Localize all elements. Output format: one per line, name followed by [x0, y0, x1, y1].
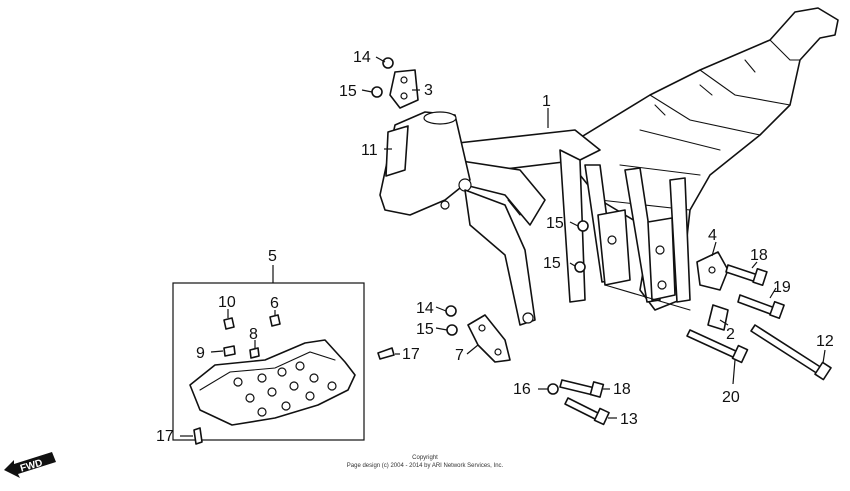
- damper-10[interactable]: [223, 317, 235, 330]
- bolt-19[interactable]: [737, 294, 785, 320]
- bolt-13[interactable]: [564, 397, 610, 426]
- callout-12: 12: [816, 333, 834, 350]
- callout-2: 2: [726, 326, 735, 343]
- bolt-18-upper[interactable]: [725, 264, 768, 287]
- callout-labels: 1 14 15 3 11 4 18 19 2 12 20 15 15 14 15…: [156, 49, 834, 445]
- callout-4: 4: [708, 227, 717, 244]
- callout-14-lower: 14: [416, 300, 434, 317]
- nut-15-top[interactable]: [371, 86, 383, 98]
- callout-15-mid-upper: 15: [546, 215, 564, 232]
- callout-15-mid-lower: 15: [543, 255, 561, 272]
- callout-11: 11: [361, 142, 378, 159]
- leader-lines: [180, 56, 826, 437]
- washer-14-top[interactable]: [382, 57, 394, 69]
- long-bolt-20[interactable]: [686, 329, 749, 364]
- callout-19: 19: [773, 279, 791, 296]
- collar-8[interactable]: [249, 347, 260, 359]
- callout-17-mid: 17: [402, 346, 420, 363]
- callout-1: 1: [542, 93, 551, 110]
- callout-6: 6: [270, 295, 279, 312]
- main-frame[interactable]: [379, 7, 839, 326]
- callout-16: 16: [513, 381, 531, 398]
- washer-14-lower[interactable]: [445, 305, 457, 317]
- callout-13: 13: [620, 411, 638, 428]
- callout-9: 9: [196, 345, 205, 362]
- collar-2[interactable]: [707, 304, 729, 331]
- callout-3: 3: [424, 82, 433, 99]
- callout-7: 7: [455, 347, 464, 364]
- fwd-arrow: FWD: [4, 452, 56, 478]
- callout-18-upper: 18: [750, 247, 768, 264]
- bolt-18-lower[interactable]: [559, 379, 605, 398]
- callout-20: 20: [722, 389, 740, 406]
- callout-15-top: 15: [339, 83, 357, 100]
- screw-17-bottom[interactable]: [193, 427, 203, 445]
- screw-17-mid[interactable]: [377, 347, 395, 360]
- fwd-label: FWD: [19, 458, 44, 475]
- callout-10: 10: [218, 294, 236, 311]
- lower-bracket[interactable]: [467, 314, 511, 363]
- damper-6[interactable]: [269, 314, 281, 327]
- long-bolt-12[interactable]: [750, 324, 832, 381]
- copyright-line-1: Copyright: [412, 455, 438, 461]
- callout-8: 8: [249, 326, 258, 343]
- collar-9[interactable]: [223, 345, 236, 357]
- washer-16[interactable]: [547, 383, 559, 395]
- copyright-line-2: Page design (c) 2004 - 2014 by ARI Netwo…: [347, 463, 504, 469]
- nut-15-mid-lower[interactable]: [574, 261, 586, 273]
- callout-17-bottom: 17: [156, 428, 174, 445]
- callout-5: 5: [268, 248, 277, 265]
- upper-bracket[interactable]: [389, 69, 419, 109]
- callout-15-lower: 15: [416, 321, 434, 338]
- nut-15-lower[interactable]: [446, 324, 458, 336]
- callout-18-lower: 18: [613, 381, 631, 398]
- nut-15-mid-upper[interactable]: [577, 220, 589, 232]
- frame-label-plate[interactable]: [385, 125, 409, 177]
- skid-plate[interactable]: [189, 339, 356, 426]
- callout-14-top: 14: [353, 49, 371, 66]
- skid-plate-assembly-box: [172, 282, 365, 441]
